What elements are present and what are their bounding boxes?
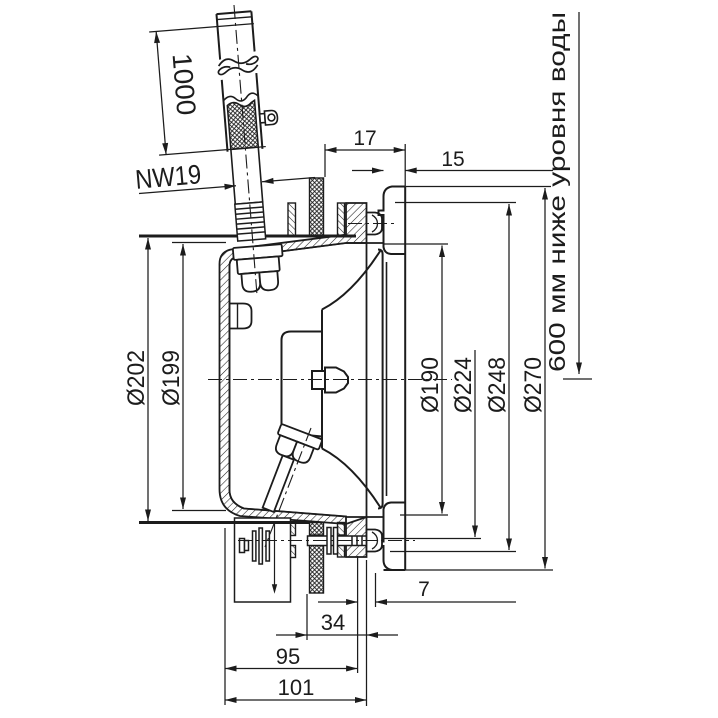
dim-nw19: NW19: [134, 159, 202, 195]
cable-clamp-box: [233, 517, 292, 603]
dim-202: Ø202: [123, 350, 150, 406]
lamp-glass-face: [377, 248, 384, 510]
dim-17: 17: [353, 127, 376, 150]
dim-15: 15: [441, 148, 464, 171]
gland-axis: [264, 427, 312, 548]
wall-liner-top: [287, 177, 346, 237]
cable-hose: [226, 98, 260, 151]
dim-1000: 1000: [167, 52, 202, 116]
cable-gland-thread: [233, 201, 267, 242]
dim-95: 95: [276, 644, 300, 669]
dim-101: 101: [278, 675, 315, 700]
dim-190: Ø190: [417, 357, 444, 413]
dimensions: [138, 12, 592, 706]
dim-199: Ø199: [158, 350, 185, 406]
dim-248: Ø248: [484, 357, 511, 413]
dim-224: Ø224: [450, 357, 477, 413]
lamp-bottom-gland: [261, 423, 323, 514]
wall-liner-bottom: [287, 521, 346, 594]
wall-panel: [308, 177, 325, 237]
pipe-break-symbol: [217, 64, 259, 76]
pipe-break-symbol: [217, 55, 259, 67]
dim-270: Ø270: [520, 357, 547, 413]
centre-lines: [208, 4, 452, 548]
dimension-labels: 1000 NW19 17 15 Ø202 Ø199 Ø190 Ø224 Ø248…: [123, 12, 570, 700]
gland-locknuts: [232, 243, 284, 293]
conduit-axis: [233, 4, 258, 296]
cable-clip: [229, 302, 253, 330]
gasket-strip: [336, 202, 346, 237]
dim-7: 7: [418, 578, 430, 601]
gasket-strip: [287, 202, 297, 237]
dim-34: 34: [321, 610, 345, 635]
dim-600: 600 мм ниже уровня воды: [544, 12, 570, 372]
conduit-assembly: [215, 10, 284, 293]
